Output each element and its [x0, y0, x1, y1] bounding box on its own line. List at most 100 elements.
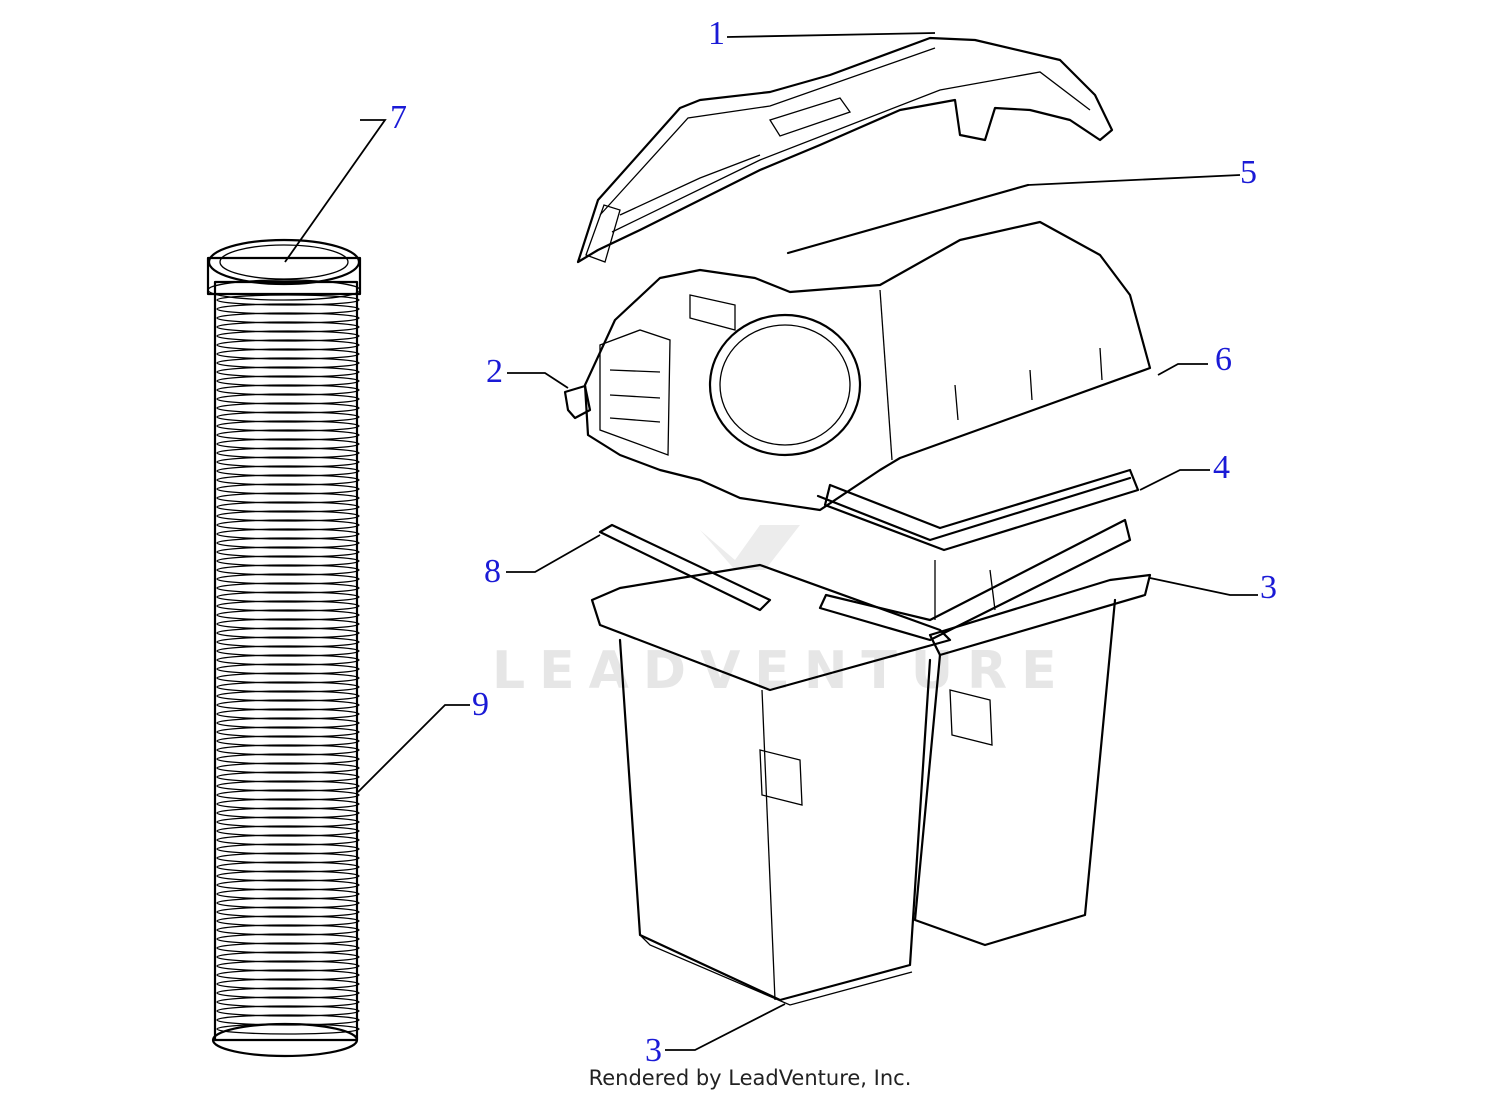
hose-ring [216, 807, 360, 819]
hose-ring [216, 582, 360, 594]
callout-labels: 1 2 3 3 4 5 6 7 8 9 [390, 15, 1277, 1069]
leader-lines [284, 32, 1258, 1051]
callout-3-rear: 3 [1260, 569, 1277, 606]
hose-ring [216, 843, 360, 855]
hose-ring [216, 699, 360, 711]
hose-ring [216, 375, 360, 387]
hose-ring [216, 735, 360, 747]
hose-ring [216, 969, 360, 981]
bag-rear-part-3 [913, 573, 1152, 947]
callout-6: 6 [1215, 341, 1232, 378]
hose-ring [216, 537, 360, 549]
hose-ring [216, 951, 360, 963]
hose-ring [216, 312, 360, 324]
hose-ring [216, 897, 360, 909]
callout-5: 5 [1240, 154, 1257, 191]
hose-ring [216, 888, 360, 900]
hose-ring [216, 618, 360, 630]
hose-ring [216, 384, 360, 396]
footer-credit: Rendered by LeadVenture, Inc. [588, 1066, 912, 1090]
hose-ring [216, 420, 360, 432]
hose-ring [216, 771, 360, 783]
hose-ring [216, 330, 360, 342]
hose-ring [216, 717, 360, 729]
hose-ring [216, 906, 360, 918]
frame-part-4 [816, 468, 1140, 642]
callout-8: 8 [484, 553, 501, 590]
hose-ring [216, 654, 360, 666]
hose-ring [216, 393, 360, 405]
hose-ring [216, 645, 360, 657]
hose-ring [216, 492, 360, 504]
hose-ring [216, 510, 360, 522]
callout-9: 9 [472, 686, 489, 723]
hose-ring [216, 852, 360, 864]
hose-ring [216, 879, 360, 891]
hose-ring [216, 798, 360, 810]
hose-ring [216, 978, 360, 990]
hose-ring [216, 726, 360, 738]
callout-1: 1 [708, 15, 725, 52]
hose-ring [216, 501, 360, 513]
callout-4: 4 [1213, 449, 1230, 486]
hose-ring [216, 546, 360, 558]
callout-7: 7 [390, 99, 407, 136]
hose-ring [216, 987, 360, 999]
hose-ring [216, 924, 360, 936]
hose-ring [216, 996, 360, 1008]
hose-ring [216, 753, 360, 765]
hose-ring [216, 870, 360, 882]
watermark: LEADVENTURE [492, 525, 1071, 701]
bag-front-part-3 [590, 563, 952, 1006]
frame-rod-part-8 [598, 523, 772, 612]
hose-ring [216, 429, 360, 441]
hose-ring [216, 744, 360, 756]
rod-part-5 [786, 183, 1030, 255]
hose-ring [216, 456, 360, 468]
hose-ring [216, 411, 360, 423]
hose-ring [216, 861, 360, 873]
hose-ring [216, 564, 360, 576]
hose-ring [216, 690, 360, 702]
hose-ring [216, 600, 360, 612]
hose-ring [216, 402, 360, 414]
hose-ring [216, 438, 360, 450]
hose-ring [216, 636, 360, 648]
chute-housing-part-6 [583, 220, 1152, 512]
hose-ring [216, 519, 360, 531]
hose-part-9 [211, 280, 360, 1058]
hose-ring [216, 825, 360, 837]
hose-cap-part-7 [206, 238, 362, 301]
hose-ring [216, 555, 360, 567]
hose-ring [216, 303, 360, 315]
hose-ring [216, 483, 360, 495]
hose-ring [216, 321, 360, 333]
hose-ring [216, 933, 360, 945]
hose-ring [216, 663, 360, 675]
hose-ring [216, 573, 360, 585]
hose-ring [216, 960, 360, 972]
hose-ring [216, 816, 360, 828]
latch-part-2 [563, 384, 592, 420]
hose-ring [216, 681, 360, 693]
hose-ring [216, 474, 360, 486]
hose-ring [216, 447, 360, 459]
top-cover-part-1 [576, 36, 1114, 264]
hose-ring [216, 591, 360, 603]
callout-2: 2 [486, 353, 503, 390]
hose-ring [216, 348, 360, 360]
hose-ring [216, 1005, 360, 1017]
hose-ring [216, 915, 360, 927]
hose-ring [216, 366, 360, 378]
watermark-text: LEADVENTURE [492, 641, 1071, 701]
hose-ring [216, 834, 360, 846]
hose-ring [216, 339, 360, 351]
hose-ring [216, 672, 360, 684]
hose-ring [216, 627, 360, 639]
hose-ring [216, 528, 360, 540]
hose-ring [216, 942, 360, 954]
hose-ring [216, 789, 360, 801]
hose-ring [216, 465, 360, 477]
hose-ring [216, 708, 360, 720]
